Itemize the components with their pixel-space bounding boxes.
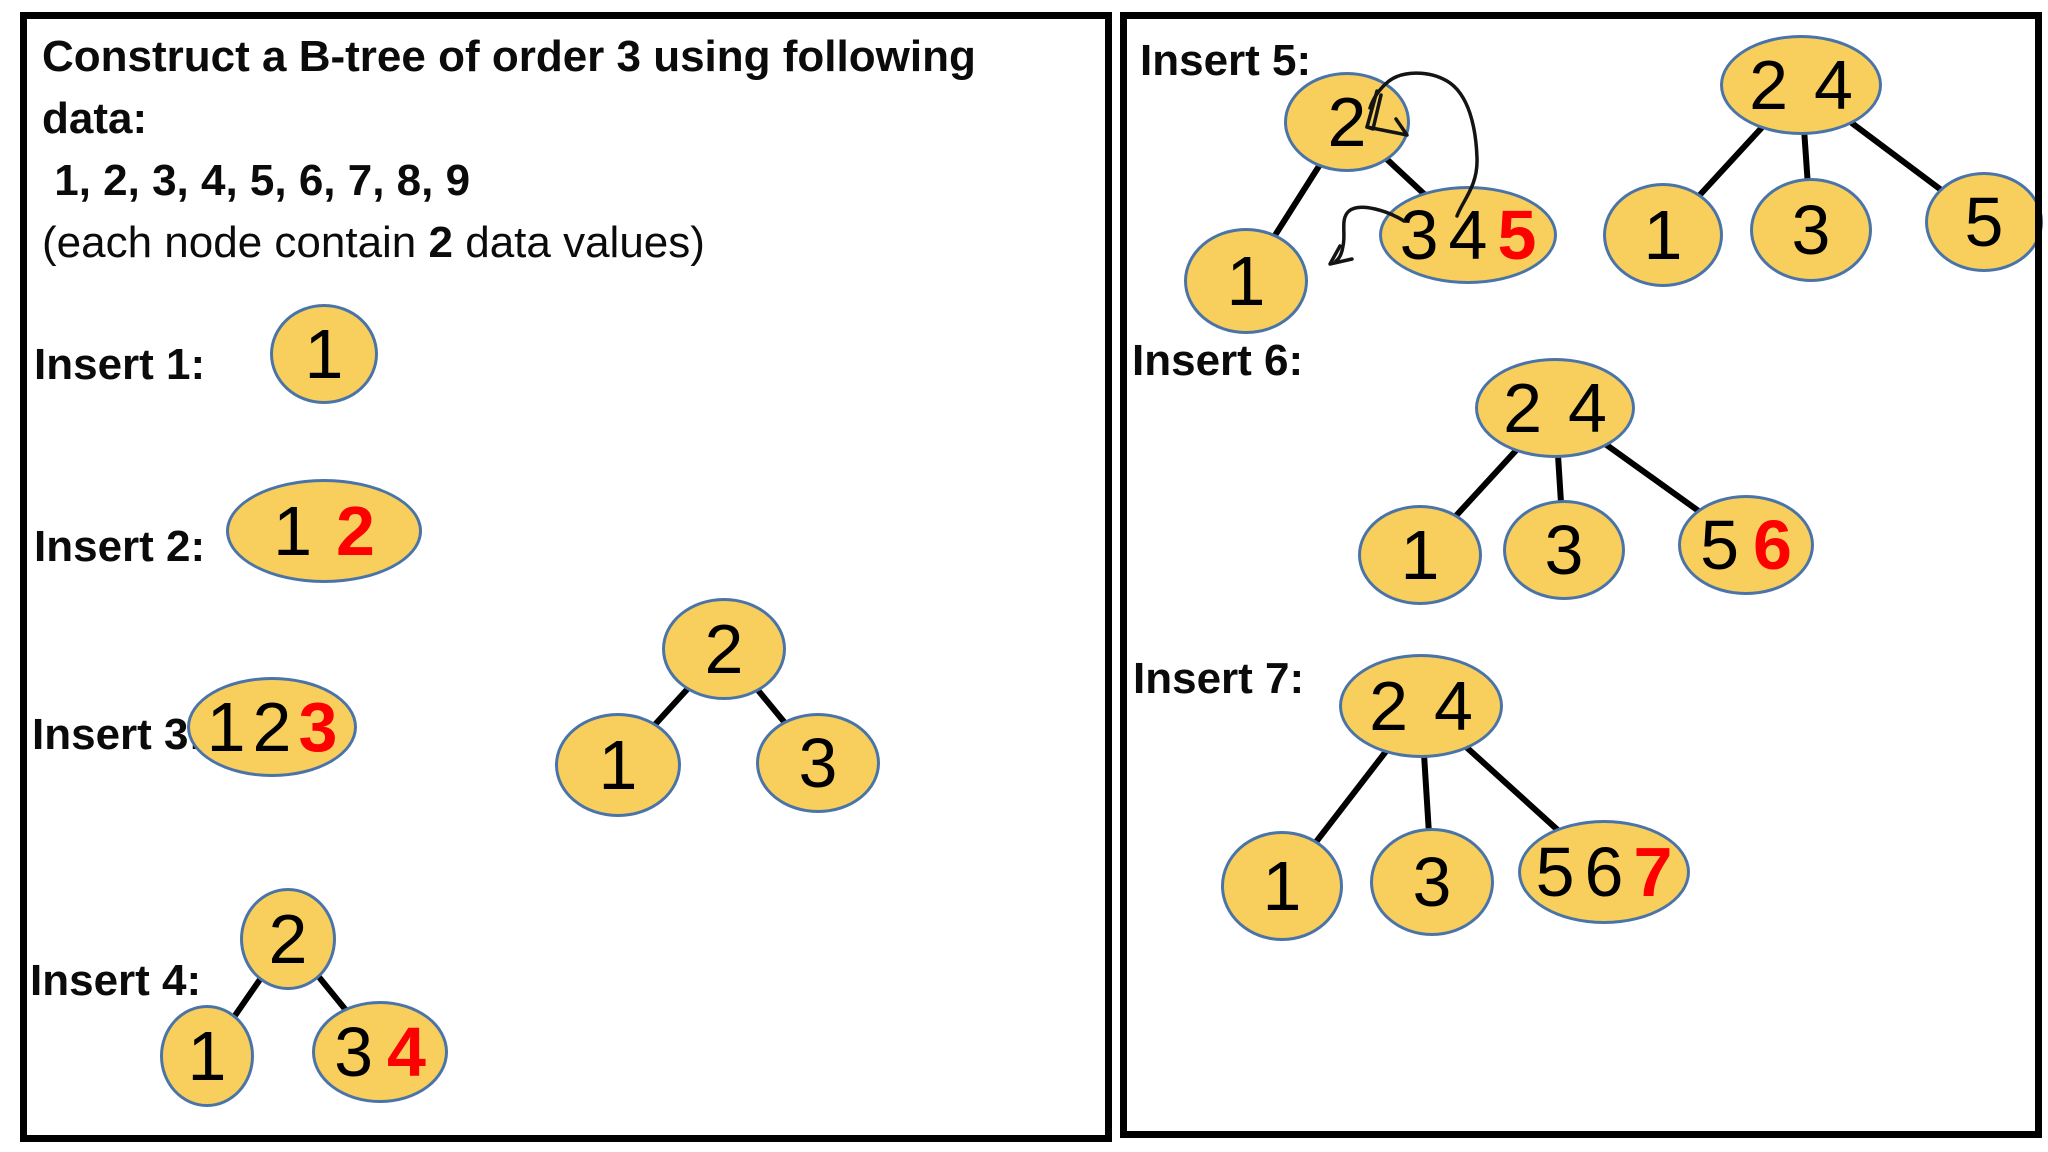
step-label-insert-1: Insert 1: bbox=[34, 340, 206, 389]
step-label-insert-6: Insert 6: bbox=[1132, 336, 1304, 385]
node-value-inserted: 4 bbox=[387, 1013, 426, 1091]
node-value: 5 bbox=[1535, 833, 1575, 911]
title-line: 1, 2, 3, 4, 5, 6, 7, 8, 9 bbox=[42, 156, 471, 205]
node-value: 2 bbox=[1327, 83, 1367, 161]
node-value: 4 bbox=[1434, 667, 1473, 745]
node-value: 5 bbox=[1700, 506, 1739, 584]
tree-node: 1 bbox=[1221, 831, 1343, 941]
node-value: 1 bbox=[187, 1017, 227, 1095]
title-line: data: bbox=[42, 94, 148, 143]
node-value: 6 bbox=[1584, 833, 1624, 911]
node-value: 4 bbox=[1814, 46, 1853, 124]
node-value: 3 bbox=[798, 724, 838, 802]
node-value: 1 bbox=[206, 688, 246, 766]
tree-node: 1 bbox=[270, 304, 378, 404]
problem-title: Construct a B-tree of order 3 using foll… bbox=[42, 26, 1082, 274]
node-value: 1 bbox=[1262, 847, 1302, 925]
title-line: Construct a B-tree of order 3 using foll… bbox=[42, 32, 976, 81]
node-value: 1 bbox=[1400, 516, 1440, 594]
node-value: 2 bbox=[1749, 46, 1788, 124]
tree-node: 3 bbox=[1370, 828, 1494, 936]
node-value: 1 bbox=[304, 315, 344, 393]
node-value: 4 bbox=[1568, 369, 1607, 447]
node-value-inserted: 3 bbox=[298, 688, 338, 766]
tree-node: 1 bbox=[160, 1005, 254, 1107]
node-value: 2 bbox=[268, 900, 308, 978]
tree-node: 2 bbox=[240, 888, 336, 990]
node-value: 2 bbox=[252, 688, 292, 766]
node-value: 1 bbox=[1226, 242, 1266, 320]
node-value-inserted: 2 bbox=[336, 492, 375, 570]
tree-node: 1 bbox=[555, 713, 681, 817]
tree-node: 1 bbox=[1184, 228, 1308, 334]
tree-node: 5 bbox=[1925, 172, 2043, 272]
step-label-insert-2: Insert 2: bbox=[34, 522, 206, 571]
node-value: 3 bbox=[1412, 843, 1452, 921]
tree-node: 3 bbox=[1503, 500, 1625, 600]
node-value: 3 bbox=[1544, 511, 1584, 589]
node-value: 3 bbox=[1791, 191, 1831, 269]
node-value: 2 bbox=[1503, 369, 1542, 447]
step-label-insert-7: Insert 7: bbox=[1133, 654, 1305, 703]
node-value: 5 bbox=[1964, 183, 2004, 261]
node-value-inserted: 7 bbox=[1633, 833, 1673, 911]
step-label-insert-3: Insert 3: bbox=[32, 710, 204, 759]
node-value: 4 bbox=[1448, 196, 1488, 274]
title-line: (each node contain 2 data values) bbox=[42, 218, 705, 267]
tree-node: 2 bbox=[1284, 72, 1410, 172]
tree-node: 1 bbox=[1603, 183, 1723, 287]
tree-node: 1 bbox=[1358, 505, 1482, 605]
node-value: 1 bbox=[273, 492, 312, 570]
node-value-inserted: 6 bbox=[1753, 506, 1792, 584]
node-value: 3 bbox=[1399, 196, 1439, 274]
node-value: 1 bbox=[1643, 196, 1683, 274]
tree-node: 3 bbox=[1750, 178, 1872, 282]
tree-node: 2 bbox=[662, 598, 786, 700]
node-value: 2 bbox=[1369, 667, 1408, 745]
tree-node: 3 bbox=[756, 713, 880, 813]
step-label-insert-4: Insert 4: bbox=[30, 956, 202, 1005]
step-label-insert-5: Insert 5: bbox=[1140, 36, 1312, 85]
node-value: 3 bbox=[334, 1013, 373, 1091]
node-value: 2 bbox=[704, 610, 744, 688]
node-value: 1 bbox=[598, 726, 638, 804]
node-value-inserted: 5 bbox=[1497, 196, 1537, 274]
